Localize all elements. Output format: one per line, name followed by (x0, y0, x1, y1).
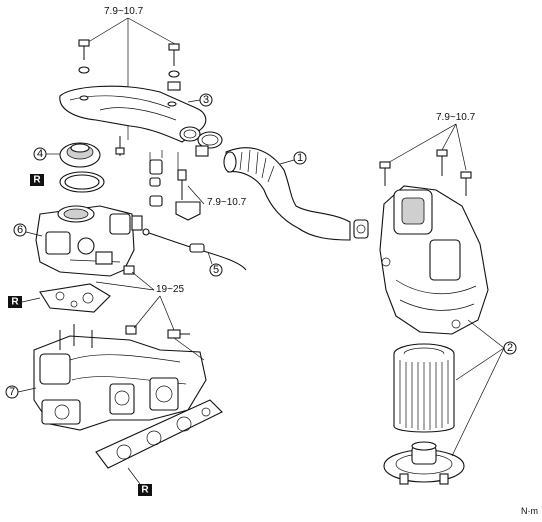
callout-1-label: 1 (297, 152, 303, 164)
callout-7-label: 7 (9, 386, 15, 398)
leader-6 (25, 231, 43, 237)
throttle-nut (123, 265, 135, 275)
leader-7 (17, 387, 37, 393)
leader-grommet (149, 150, 179, 170)
callout-3-circle (199, 93, 213, 107)
air-intake-duct (59, 85, 207, 143)
bolt-top-left (78, 39, 90, 74)
manifold-nuts (125, 325, 190, 339)
torque-label-cleaner-bolts: 7.9~10.7 (436, 112, 476, 123)
replace-mark-manifold-gasket (138, 484, 152, 496)
replace-mark-gasket-label: R (33, 175, 41, 186)
callout-4-label: 4 (37, 148, 43, 160)
bolt-top-right (167, 43, 181, 91)
leader-1 (279, 159, 295, 165)
seal-grommet (59, 142, 101, 168)
leader-bracket-bolt (187, 185, 205, 205)
callout-5-circle (209, 263, 223, 277)
air-cleaner-housing (379, 185, 489, 335)
leader-2 (451, 319, 505, 457)
torque-label-top-bolts: 7.9~10.7 (104, 6, 144, 17)
throttle-body-gasket (39, 283, 111, 313)
air-filter-element (393, 343, 455, 433)
callout-6-circle (13, 223, 27, 237)
torque-label-bracket-bolt: 7.9~10.7 (207, 197, 247, 208)
accelerator-cable (142, 228, 247, 271)
callout-2-circle (503, 341, 517, 355)
cleaner-bolts (379, 149, 472, 196)
leader-throttle-gasket (21, 297, 41, 303)
duct-bracket (175, 169, 201, 221)
leader-3 (187, 99, 201, 103)
replace-mark-throttle-gasket (8, 296, 22, 308)
manifold-gasket (95, 399, 223, 469)
bolt-duct-lower (115, 136, 125, 156)
leader-cleaner-bolts (385, 123, 467, 171)
callout-4-circle (33, 147, 47, 161)
callout-7-circle (5, 385, 19, 399)
figure-code: N·m (521, 506, 538, 516)
leader-5 (207, 251, 213, 265)
replace-mark-manifold-gasket-label: R (141, 485, 149, 496)
air-cleaner-base (383, 441, 465, 485)
intake-manifold (33, 324, 207, 431)
callout-6-label: 6 (17, 224, 23, 236)
callout-5-label: 5 (213, 264, 219, 276)
callout-2-label: 2 (507, 342, 513, 354)
throttle-body (35, 205, 143, 277)
replace-mark-gasket (30, 174, 44, 186)
replace-mark-throttle-gasket-label: R (11, 297, 19, 308)
torque-label-manifold-nuts: 19~25 (156, 284, 185, 295)
hose-clamp (195, 131, 223, 157)
air-hose (223, 147, 369, 241)
leader-manifold-studs (133, 295, 205, 361)
leader-manifold-gasket (127, 467, 141, 485)
o-ring-gasket (59, 171, 105, 193)
callout-1-circle (293, 151, 307, 165)
grommets (149, 159, 163, 207)
leader-manifold-nuts (95, 271, 155, 291)
callout-3-label: 3 (203, 94, 209, 106)
